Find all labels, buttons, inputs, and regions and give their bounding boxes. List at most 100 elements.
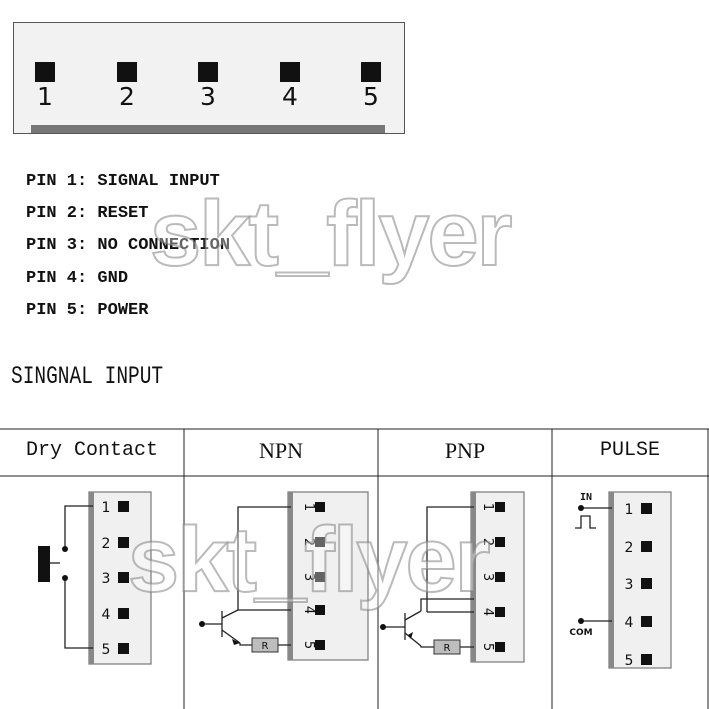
npn-wires [202,506,291,646]
pin-label: 5 [301,641,316,649]
pin-labels: 1 2 3 4 5 [480,503,495,651]
connector-pin-2: 2 [116,62,138,112]
switch-button-icon [38,546,50,582]
contact-terminal-icon [62,546,68,552]
pin-label: 5 [625,653,634,669]
connector-pin-1: 1 [34,62,56,112]
pin-pads [495,502,505,652]
dry-contact-diagram: 1 2 3 4 5 [38,491,152,665]
pin-label: 4 [625,615,634,631]
resistor-icon [251,637,279,653]
transistor-collector [221,609,239,619]
connector-edge [471,492,476,662]
pnp-diagram: 1 2 3 4 5 R [380,491,525,663]
connector-edge [89,492,94,664]
pin-pad-icon [495,642,505,652]
pulse-diagram: 1 2 3 4 5 IN COM [569,491,672,669]
pulse-com-label: COM [569,628,592,638]
npn-diagram: 1 2 3 4 5 R [199,491,369,661]
header-pnp: PNP [444,438,486,463]
pnp-wires [383,506,474,648]
pin-label: 5 [480,643,495,651]
pin-labels: 1 2 3 4 5 [102,500,111,658]
header-npn: NPN [258,438,303,463]
pin-description-list: PIN 1: SIGNAL INPUT PIN 2: RESET PIN 3: … [26,170,230,331]
pulse-waveform-icon [575,515,596,529]
table-grid [0,428,709,709]
pulse-wires [575,507,612,622]
connector-edge [288,492,293,660]
pin-pad-icon [641,503,652,514]
connector-pin-4: 4 [279,62,301,112]
com-terminal-icon [578,618,584,624]
pin-pad-icon [315,605,325,615]
pin-pad-icon [641,541,652,552]
pin-pad-icon [315,640,325,650]
connector-pin-5: 5 [360,62,382,112]
pin-label: 2 [625,540,634,556]
pin-pad-icon [641,578,652,589]
pin-label: 1 [102,500,111,516]
pin-label: 4 [301,606,316,614]
pin-label: 3 [301,573,316,581]
pin-pad-icon [198,62,218,82]
pin-number: 4 [282,82,298,111]
pulse-in-label: IN [580,492,592,503]
resistor-label: R [262,641,269,652]
pin-pad-icon [315,537,325,547]
section-title: SINGNAL INPUT [11,362,164,391]
pin-pad-icon [315,572,325,582]
connector-diagram: 1 2 3 4 5 [13,22,405,134]
resistor-label: R [444,643,451,654]
pin-pad-icon [495,502,505,512]
pin-pad-icon [495,537,505,547]
header-dry-contact: Dry Contact [25,439,159,462]
pin-pad-icon [495,572,505,582]
pin-pad-icon [361,62,381,82]
pin-pads [315,502,325,650]
pin-description: PIN 5: POWER [26,300,149,320]
pin-pad-icon [118,608,129,619]
pin-number: 5 [363,82,379,111]
pin-label: 3 [102,571,111,587]
wire [64,578,93,649]
pin-label: 5 [102,642,111,658]
connector-body [608,491,672,669]
pin-label: 3 [625,577,634,593]
connector-body [287,491,369,661]
pin-label: 4 [480,608,495,616]
wire [237,506,291,610]
pin-label: 2 [480,538,495,546]
wire [426,506,474,612]
pin-pad-icon [118,572,129,583]
input-terminal-icon [199,621,205,627]
pin-pad-icon [315,502,325,512]
pin-pads [641,503,652,665]
pin-label: 4 [102,607,111,623]
pin-number: 2 [119,82,135,111]
transistor-emitter [221,629,241,644]
pin-label: 1 [301,503,316,511]
pin-description: PIN 2: RESET [26,204,149,224]
pin-pad-icon [35,62,55,82]
resistor-icon [433,639,461,655]
connector-base-bar [31,125,385,133]
pin-pad-icon [118,643,129,654]
transistor-emitter [404,632,422,647]
pin-pad-icon [117,62,137,82]
pin-label: 1 [625,502,634,518]
pin-labels: 1 2 3 4 5 [625,502,634,669]
pin-pad-icon [118,501,129,512]
pin-label: 2 [301,538,316,546]
input-terminal-icon [578,505,584,511]
connector-edge [609,492,614,668]
pin-description: PIN 3: NO CONNECTION [26,236,231,256]
pin-number: 1 [37,82,53,111]
pin-pad-icon [641,654,652,665]
contact-terminal-icon [62,575,68,581]
emitter-arrow-icon [408,632,413,639]
wire [64,505,93,549]
pin-pad-icon [495,607,505,617]
emitter-arrow-icon [232,639,240,645]
